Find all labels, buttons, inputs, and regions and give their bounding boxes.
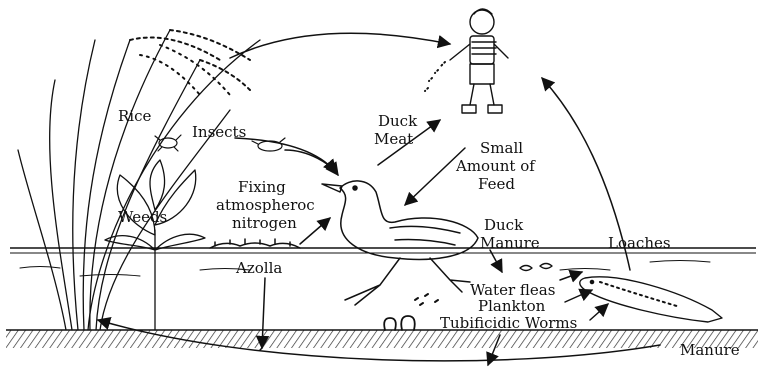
child-icon (425, 9, 508, 113)
label-fixing-3: nitrogen (232, 214, 297, 232)
arrow-azolla-to-duck (300, 218, 330, 244)
arrow-weeds-down (260, 348, 262, 350)
worm-icon (384, 316, 415, 330)
rice-plant-icon (18, 30, 260, 330)
arrow-plankton-to-loach (565, 290, 592, 302)
label-duck-meat-2: Meat (374, 130, 413, 148)
label-duck-meat-1: Duck (378, 112, 418, 130)
label-weeds: Weeds (118, 208, 167, 226)
label-tubificidic-worms: Tubificidic Worms (440, 314, 577, 332)
label-loaches: Loaches (608, 234, 671, 252)
label-duck-manure-2: Manure (480, 234, 540, 252)
label-azolla: Azolla (235, 259, 282, 277)
duck-icon (322, 181, 478, 305)
label-fixing-1: Fixing (238, 178, 286, 196)
label-small-feed-2: Amount of (455, 157, 536, 175)
arrow-insects-to-duck (235, 138, 338, 175)
label-small-feed-1: Small (480, 139, 523, 157)
arrow-fleas-to-loach (560, 272, 582, 280)
labels: Rice Insects Duck Meat Small Amount of F… (118, 107, 740, 359)
label-manure: Manure (680, 341, 740, 359)
label-small-feed-3: Feed (478, 175, 515, 193)
azolla-icon (210, 239, 300, 248)
weed-plant-icon (105, 160, 205, 330)
label-duck-manure-1: Duck (484, 216, 524, 234)
label-fixing-2: atmospheroc (216, 196, 315, 214)
label-plankton: Plankton (478, 297, 546, 315)
arrow-rice-to-child (230, 33, 450, 58)
label-insects: Insects (192, 123, 246, 141)
label-rice: Rice (118, 107, 151, 125)
water-surface (10, 248, 756, 276)
arrow-worms-to-loach (590, 304, 608, 320)
soil-ground (6, 330, 758, 348)
loach-fish-icon (580, 277, 722, 322)
